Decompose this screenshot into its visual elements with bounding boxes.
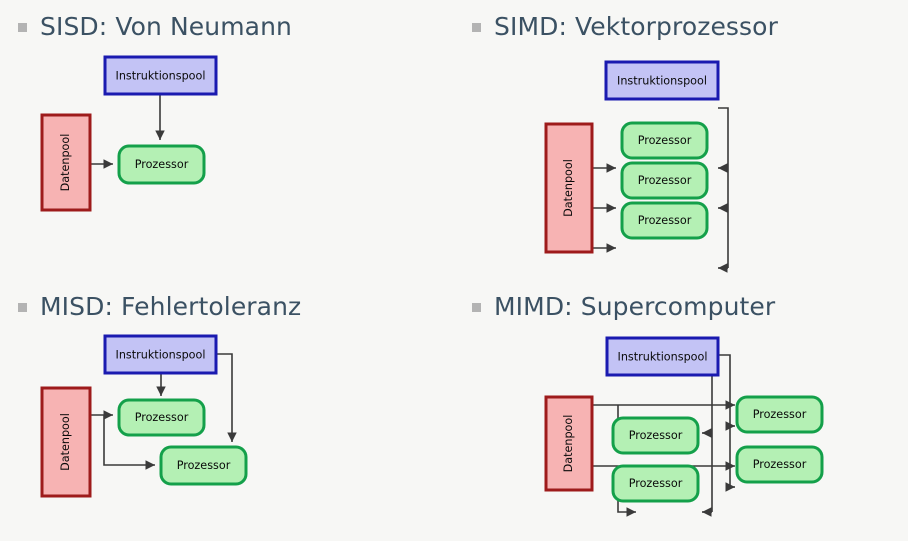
bullet-square-icon xyxy=(18,302,27,312)
heading-misd-text: MISD: Fehlertoleranz xyxy=(40,291,302,321)
bullet-square-icon xyxy=(472,22,481,32)
node-processor: Prozessor xyxy=(611,416,700,455)
node-processor-label: Prozessor xyxy=(629,477,683,490)
node-data-pool: Datenpool xyxy=(40,113,92,212)
panel-mimd: MIMD: Supercomputer xyxy=(454,280,908,541)
node-data-pool-label: Datenpool xyxy=(562,159,575,217)
heading-misd: MISD: Fehlertoleranz xyxy=(0,280,454,332)
node-instruction-pool-label: Instruktionspool xyxy=(116,70,206,83)
node-processor: Prozessor xyxy=(735,395,824,434)
arrow-data-to-processor-2 xyxy=(103,415,155,470)
node-processor-label: Prozessor xyxy=(638,174,692,187)
arrow-instruction-to-processor-2 xyxy=(216,353,237,442)
heading-mimd: MIMD: Supercomputer xyxy=(454,280,908,332)
node-data-pool: Datenpool xyxy=(40,386,92,498)
node-instruction-pool: Instruktionspool xyxy=(103,334,218,375)
node-processor: Prozessor xyxy=(159,445,248,486)
heading-mimd-text: MIMD: Supercomputer xyxy=(494,291,776,321)
node-processor-label: Prozessor xyxy=(177,459,231,472)
node-processor-label: Prozessor xyxy=(753,408,807,421)
node-processor: Prozessor xyxy=(611,464,700,503)
heading-sisd: SISD: Von Neumann xyxy=(0,0,454,52)
node-data-pool: Datenpool xyxy=(544,395,594,492)
node-processor-label: Prozessor xyxy=(753,458,807,471)
heading-simd: SIMD: Vektorprozessor xyxy=(454,0,908,52)
diagram-sisd: Instruktionspool Datenpool Prozessor xyxy=(40,55,218,212)
node-data-pool-label: Datenpool xyxy=(59,134,72,192)
node-data-pool-label: Datenpool xyxy=(562,415,575,473)
bullet-square-icon xyxy=(18,22,27,32)
node-processor: Prozessor xyxy=(735,445,824,484)
node-instruction-pool-label: Instruktionspool xyxy=(618,351,708,364)
diagram-mimd: Instruktionspool Datenpool Prozessor Pro… xyxy=(544,336,824,517)
node-processor: Prozessor xyxy=(620,121,709,160)
node-instruction-pool-label: Instruktionspool xyxy=(617,75,707,88)
node-data-pool: Datenpool xyxy=(544,122,594,254)
arrow-instruction-bus-inner xyxy=(702,372,713,517)
node-instruction-pool: Instruktionspool xyxy=(604,60,720,101)
node-processor: Prozessor xyxy=(117,144,206,185)
panel-simd: SIMD: Vektorprozessor Instruktionspool xyxy=(454,0,908,280)
node-processor-label: Prozessor xyxy=(638,214,692,227)
node-instruction-pool: Instruktionspool xyxy=(103,55,218,96)
node-instruction-pool-label: Instruktionspool xyxy=(116,349,206,362)
panel-misd: MISD: Fehlertoleranz Instruktionspool Da… xyxy=(0,280,454,541)
heading-simd-text: SIMD: Vektorprozessor xyxy=(494,11,778,41)
node-processor: Prozessor xyxy=(620,201,709,240)
arrow-instruction-bus-right xyxy=(718,354,735,492)
node-processor-label: Prozessor xyxy=(135,411,189,424)
node-processor: Prozessor xyxy=(117,398,206,437)
node-instruction-pool: Instruktionspool xyxy=(605,336,720,377)
arrow-data-to-processors xyxy=(592,163,616,253)
diagram-simd: Instruktionspool Datenpool Prozessor Pro… xyxy=(544,60,729,273)
node-data-pool-label: Datenpool xyxy=(59,413,72,471)
heading-sisd-text: SISD: Von Neumann xyxy=(40,11,292,41)
arrow-instruction-bus xyxy=(718,107,729,273)
diagram-misd: Instruktionspool Datenpool Prozessor Pro… xyxy=(40,334,248,498)
panel-sisd: SISD: Von Neumann Instruktionspool Daten… xyxy=(0,0,454,280)
node-processor-label: Prozessor xyxy=(638,134,692,147)
node-processor-label: Prozessor xyxy=(135,158,189,171)
node-processor: Prozessor xyxy=(620,161,709,200)
bullet-square-icon xyxy=(472,302,481,312)
node-processor-label: Prozessor xyxy=(629,429,683,442)
